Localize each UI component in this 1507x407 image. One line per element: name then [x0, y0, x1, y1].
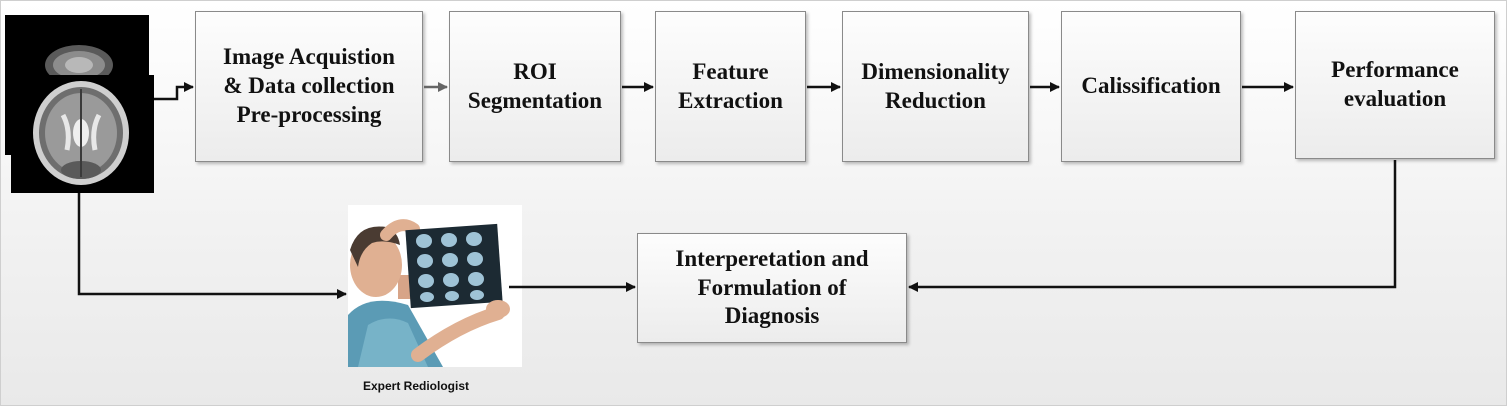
node-roi-segmentation: ROI Segmentation — [449, 11, 621, 162]
node-dimensionality-reduction: Dimensionality Reduction — [842, 11, 1029, 162]
expert-radiologist-caption: Expert Rediologist — [363, 379, 470, 393]
edge-mri-to-acquisition — [154, 82, 194, 101]
mri-scan-image — [11, 75, 154, 193]
expert-radiologist-image — [348, 205, 522, 367]
node-image-acquisition: Image Acquistion & Data collection Pre-p… — [195, 11, 423, 162]
node-feature-extraction: Feature Extraction — [655, 11, 806, 162]
edge-performance-to-diagnosis — [908, 160, 1397, 292]
node-performance-evaluation: Performance evaluation — [1295, 11, 1495, 159]
node-classification: Calissification — [1061, 11, 1241, 162]
node-diagnosis: Interperetation and Formulation of Diagn… — [637, 233, 907, 343]
edge-mri-to-expert — [77, 193, 347, 299]
